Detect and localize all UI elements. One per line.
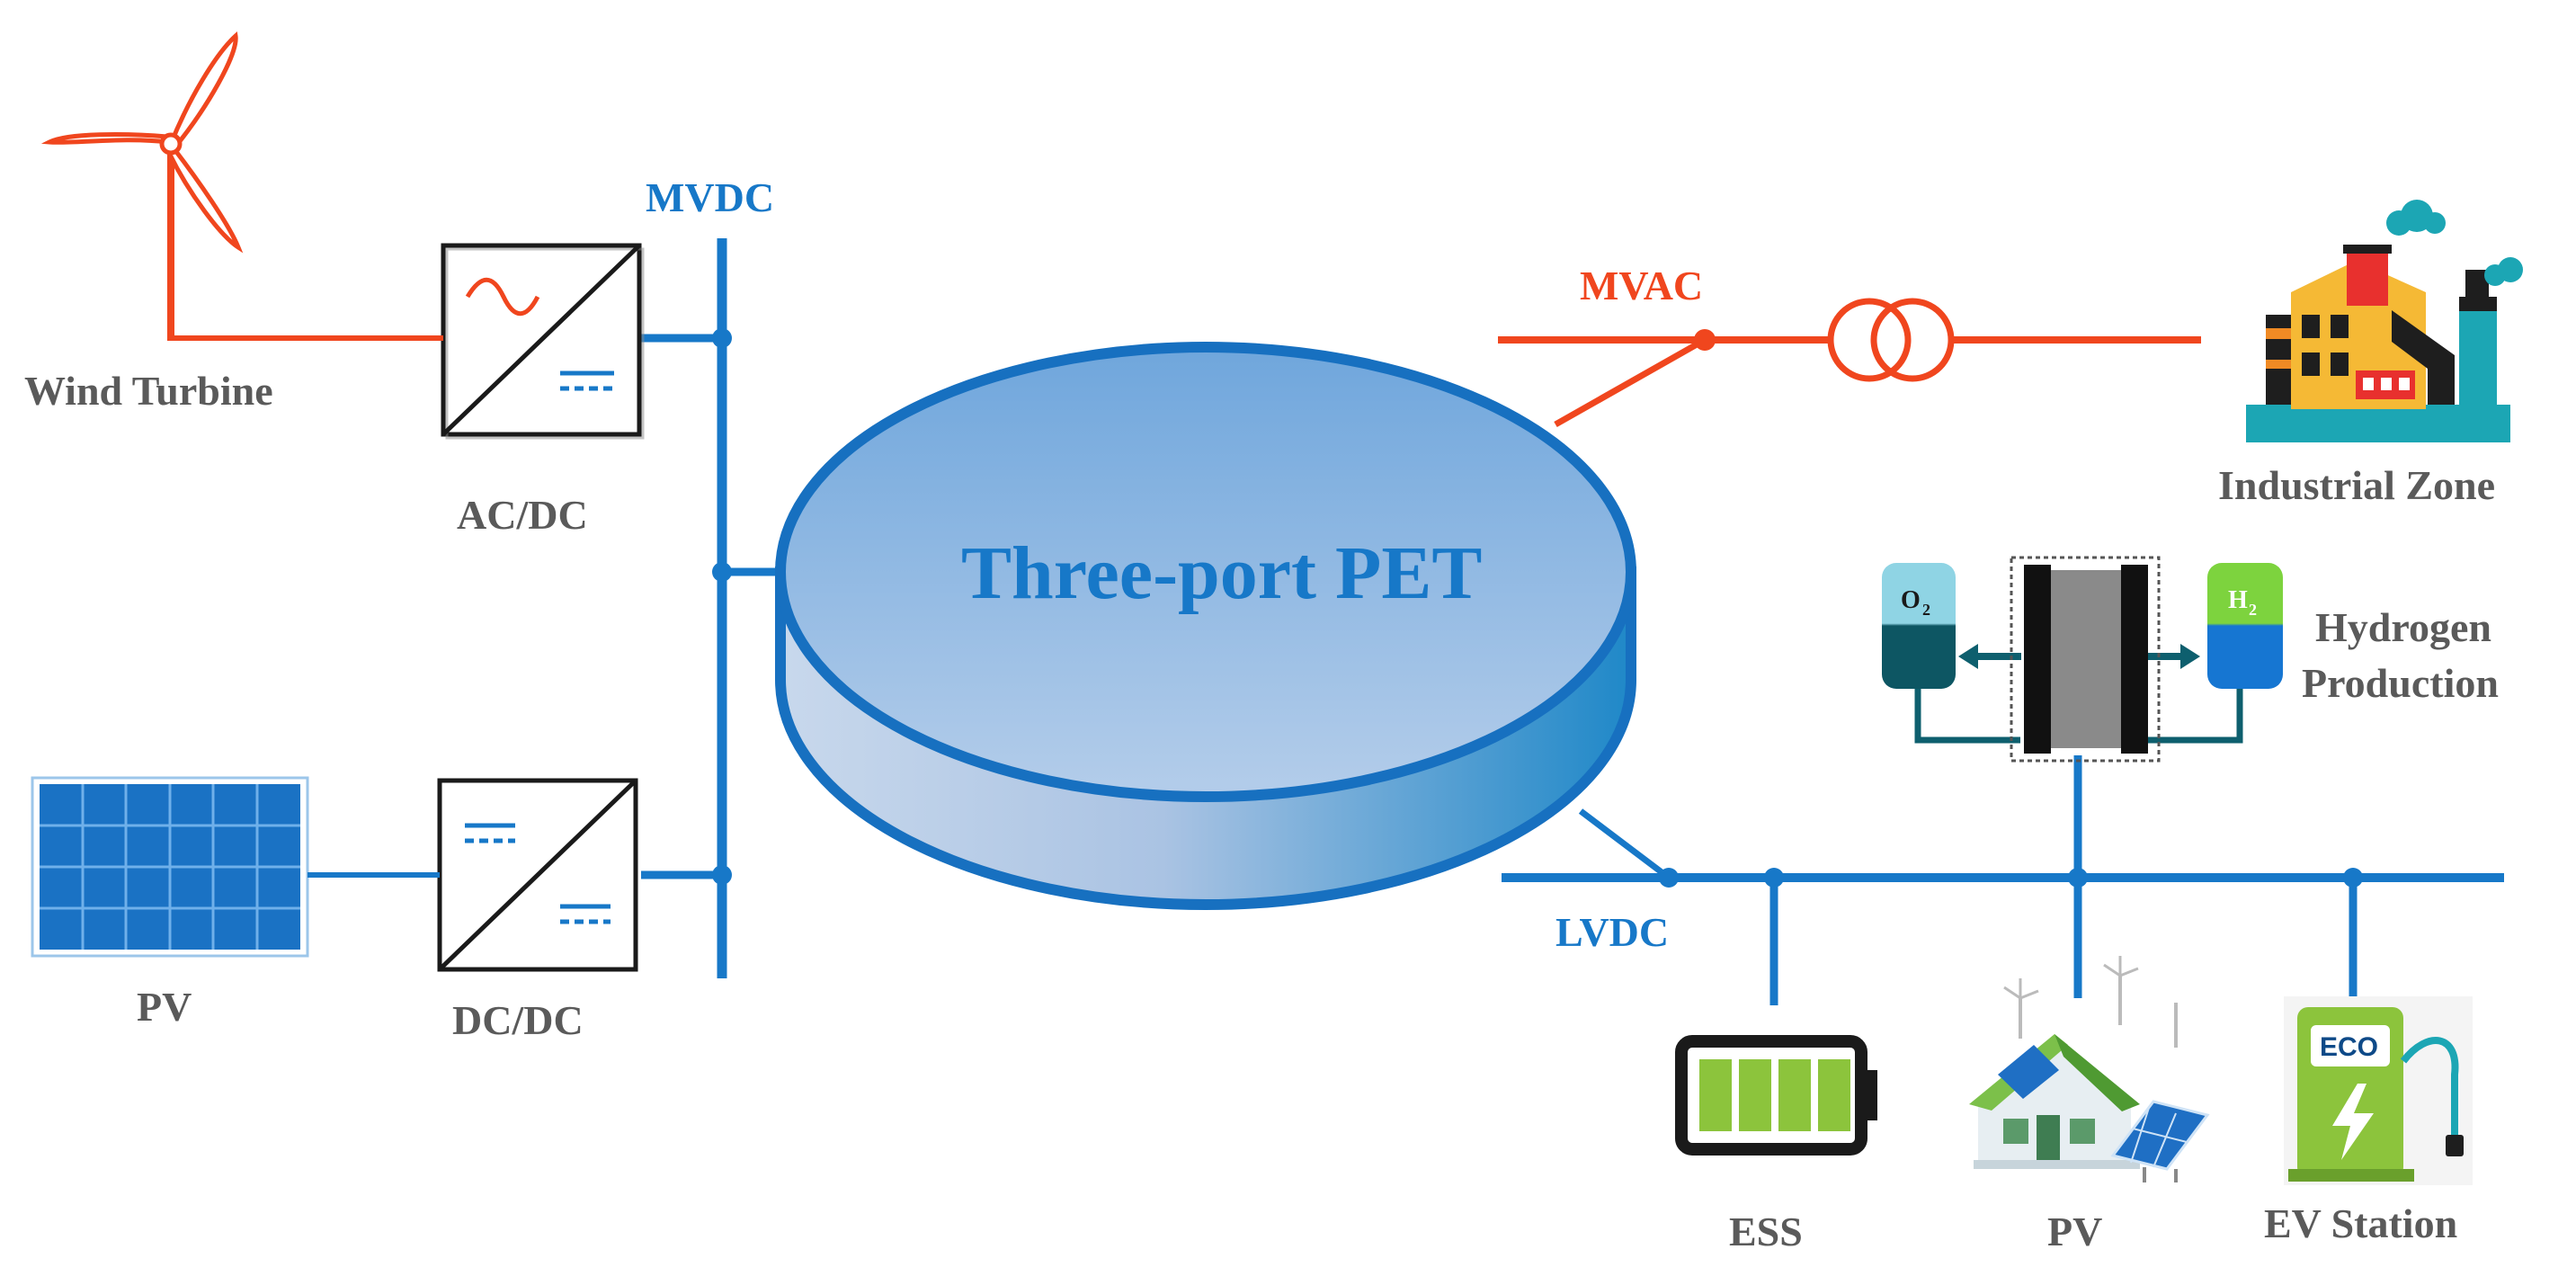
dc-dc-label: DC/DC: [452, 997, 584, 1043]
hydrogen-tank-icon: H 2: [2207, 563, 2283, 689]
ev-charger-icon: ECO: [2284, 996, 2473, 1185]
oxygen-tank-icon: O 2: [1882, 563, 1956, 689]
dc-dc-converter: [437, 778, 638, 972]
svg-text:2: 2: [1922, 601, 1930, 619]
pet-title: Three-port PET: [961, 531, 1482, 615]
wind-turbine-icon: [40, 31, 443, 341]
wind-turbine-label: Wind Turbine: [24, 368, 273, 414]
pv-right-label: PV: [2047, 1209, 2102, 1254]
svg-text:O: O: [1901, 586, 1921, 614]
industrial-zone-label: Industrial Zone: [2218, 462, 2495, 508]
hydrogen-label-line1: Hydrogen: [2315, 604, 2491, 650]
electrolyzer-icon: [1914, 556, 2243, 763]
lvdc-bus: [1502, 755, 2504, 1005]
svg-text:H: H: [2228, 586, 2248, 614]
ac-dc-label: AC/DC: [457, 492, 588, 538]
transformer-icon: [1827, 298, 1955, 382]
mvac-line: [1498, 329, 2201, 428]
battery-icon: [1675, 1035, 1877, 1156]
house-pv-icon: [1969, 956, 2210, 1182]
mvac-label: MVAC: [1580, 263, 1703, 308]
mvdc-bus: [641, 238, 787, 978]
mvdc-label: MVDC: [646, 174, 774, 220]
solar-panel-icon: [31, 776, 440, 958]
svg-text:2: 2: [2249, 601, 2257, 619]
pet-device: [775, 342, 1636, 910]
ess-label: ESS: [1729, 1209, 1803, 1254]
lvdc-label: LVDC: [1555, 909, 1669, 955]
ac-dc-converter: [441, 243, 645, 440]
factory-icon: [2246, 200, 2523, 442]
pv-left-label: PV: [137, 984, 192, 1030]
ev-station-label: EV Station: [2264, 1200, 2457, 1246]
svg-text:ECO: ECO: [2320, 1032, 2378, 1062]
hydrogen-label-line2: Production: [2302, 660, 2499, 706]
